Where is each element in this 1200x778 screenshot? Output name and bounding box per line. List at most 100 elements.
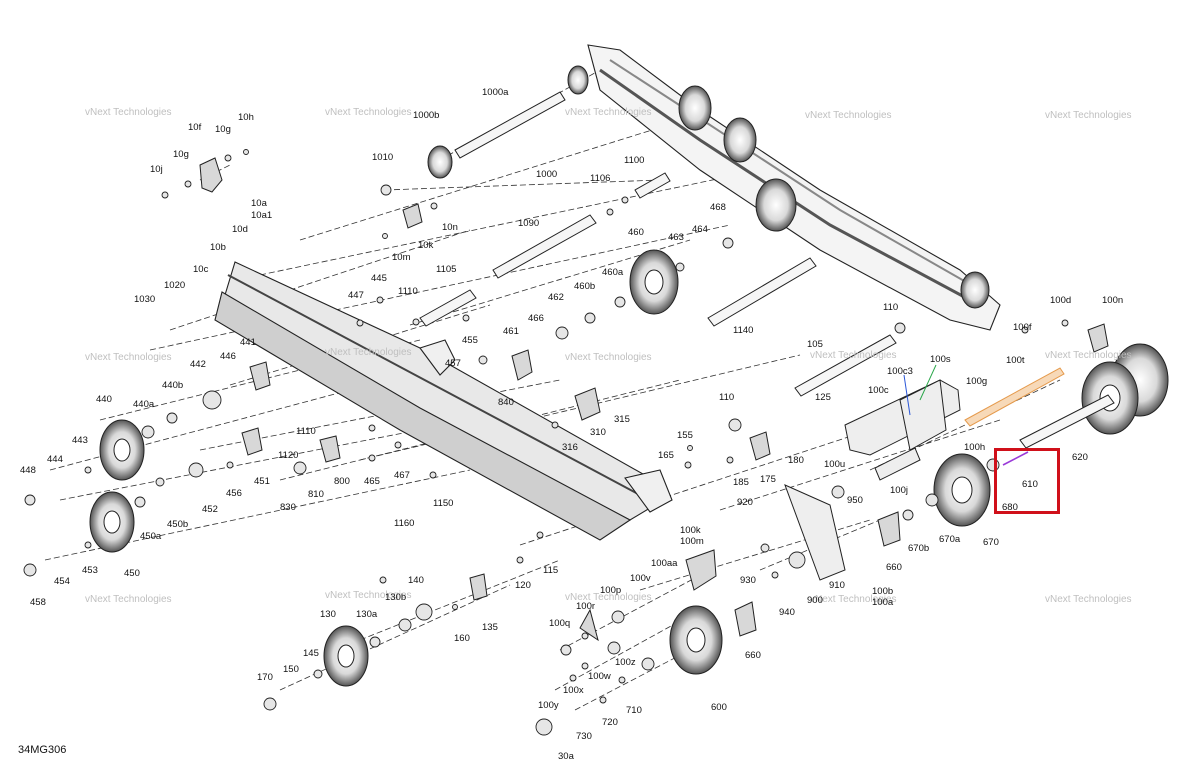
label-600: 600 [711, 702, 727, 713]
label-830: 830 [280, 502, 296, 513]
label-840: 840 [498, 397, 514, 408]
label-10n: 10n [442, 222, 458, 233]
label-100x: 100x [563, 685, 584, 696]
label-460a: 460a [602, 267, 624, 278]
label-450: 450 [124, 568, 140, 579]
label-1140: 1140 [733, 325, 753, 336]
label-160: 160 [454, 633, 470, 644]
svg-text:vNext Technologies: vNext Technologies [85, 352, 172, 363]
label-165: 165 [658, 450, 674, 461]
label-452: 452 [202, 504, 218, 515]
slide-rail [214, 261, 673, 541]
label-10b: 10b [210, 242, 226, 253]
wheel-670 [933, 453, 991, 527]
label-100z: 100z [615, 657, 636, 668]
label-464: 464 [692, 224, 708, 235]
label-10g: 10g [215, 124, 231, 135]
label-115: 115 [543, 565, 558, 576]
label-100d: 100d [1050, 295, 1071, 306]
label-1000b: 1000b [413, 110, 439, 121]
label-130: 130 [320, 609, 336, 620]
label-185: 185 [733, 477, 749, 488]
label-10h: 10h [238, 112, 254, 123]
label-10a: 10a [251, 198, 268, 209]
label-930: 930 [740, 575, 756, 586]
label-1030: 1030 [134, 294, 155, 305]
label-10f: 10f [188, 122, 202, 133]
svg-text:vNext Technologies: vNext Technologies [565, 352, 652, 363]
label-110-top: 110 [883, 302, 898, 313]
label-10d: 10d [232, 224, 248, 235]
label-910: 910 [829, 580, 845, 591]
svg-text:vNext Technologies: vNext Technologies [805, 110, 892, 121]
label-670: 670 [983, 537, 999, 548]
label-100b: 100b [872, 586, 893, 597]
part-labels: 1000a 1000b 1000 1010 1100 1106 1090 10n… [20, 87, 1123, 762]
label-100g: 100g [966, 376, 987, 387]
label-447: 447 [348, 290, 364, 301]
label-460b: 460b [574, 281, 595, 292]
assembly-guide-lines [44, 69, 1061, 711]
wheel-upper-rail [427, 65, 990, 309]
label-145: 145 [303, 648, 319, 659]
label-445: 445 [371, 273, 387, 284]
svg-text:vNext Technologies: vNext Technologies [85, 107, 172, 118]
label-442: 442 [190, 359, 206, 370]
label-950: 950 [847, 495, 863, 506]
label-100h: 100h [964, 442, 985, 453]
svg-text:vNext Technologies: vNext Technologies [85, 594, 172, 605]
label-10m: 10m [392, 252, 411, 263]
label-1110: 1110 [398, 286, 418, 297]
label-451: 451 [254, 476, 270, 487]
label-30a: 30a [558, 751, 575, 762]
label-110-mid: 110 [719, 392, 734, 403]
label-1010: 1010 [372, 152, 393, 163]
label-467: 467 [394, 470, 410, 481]
label-100a: 100a [872, 597, 894, 608]
label-100j: 100j [890, 485, 908, 496]
label-455: 455 [462, 335, 478, 346]
svg-text:vNext Technologies: vNext Technologies [810, 350, 897, 361]
label-180: 180 [788, 455, 804, 466]
label-10a1: 10a1 [251, 210, 272, 221]
highlight-box-610 [994, 448, 1060, 514]
svg-text:vNext Technologies: vNext Technologies [565, 592, 652, 603]
label-100u: 100u [824, 459, 845, 470]
svg-text:vNext Technologies: vNext Technologies [565, 107, 652, 118]
label-100s: 100s [930, 354, 951, 365]
label-100r: 100r [576, 601, 595, 612]
svg-text:vNext Technologies: vNext Technologies [1045, 350, 1132, 361]
label-660: 660 [886, 562, 902, 573]
label-1000a: 1000a [482, 87, 509, 98]
label-920: 920 [737, 497, 753, 508]
label-1160: 1160 [394, 518, 414, 529]
label-461: 461 [503, 326, 519, 337]
label-1120: 1120 [278, 450, 298, 461]
label-100f: 100f [1013, 322, 1032, 333]
label-10c: 10c [193, 264, 209, 275]
label-900: 900 [807, 595, 823, 606]
label-800: 800 [334, 476, 350, 487]
label-1100: 1100 [624, 155, 644, 166]
highlight-leaders [903, 364, 1029, 466]
label-443: 443 [72, 435, 88, 446]
label-670b: 670b [908, 543, 929, 554]
label-100t: 100t [1006, 355, 1025, 366]
label-125: 125 [815, 392, 831, 403]
label-710: 710 [626, 705, 642, 716]
label-450a: 450a [140, 531, 162, 542]
label-462: 462 [548, 292, 564, 303]
label-100m: 100m [680, 536, 704, 547]
label-456: 456 [226, 488, 242, 499]
label-465: 465 [364, 476, 380, 487]
label-100c: 100c [868, 385, 889, 396]
label-460: 460 [628, 227, 644, 238]
label-450b: 450b [167, 519, 188, 530]
label-458: 458 [30, 597, 46, 608]
label-105: 105 [807, 339, 823, 350]
label-446: 446 [220, 351, 236, 362]
label-1020: 1020 [164, 280, 185, 291]
label-130a: 130a [356, 609, 378, 620]
svg-text:vNext Technologies: vNext Technologies [810, 594, 897, 605]
